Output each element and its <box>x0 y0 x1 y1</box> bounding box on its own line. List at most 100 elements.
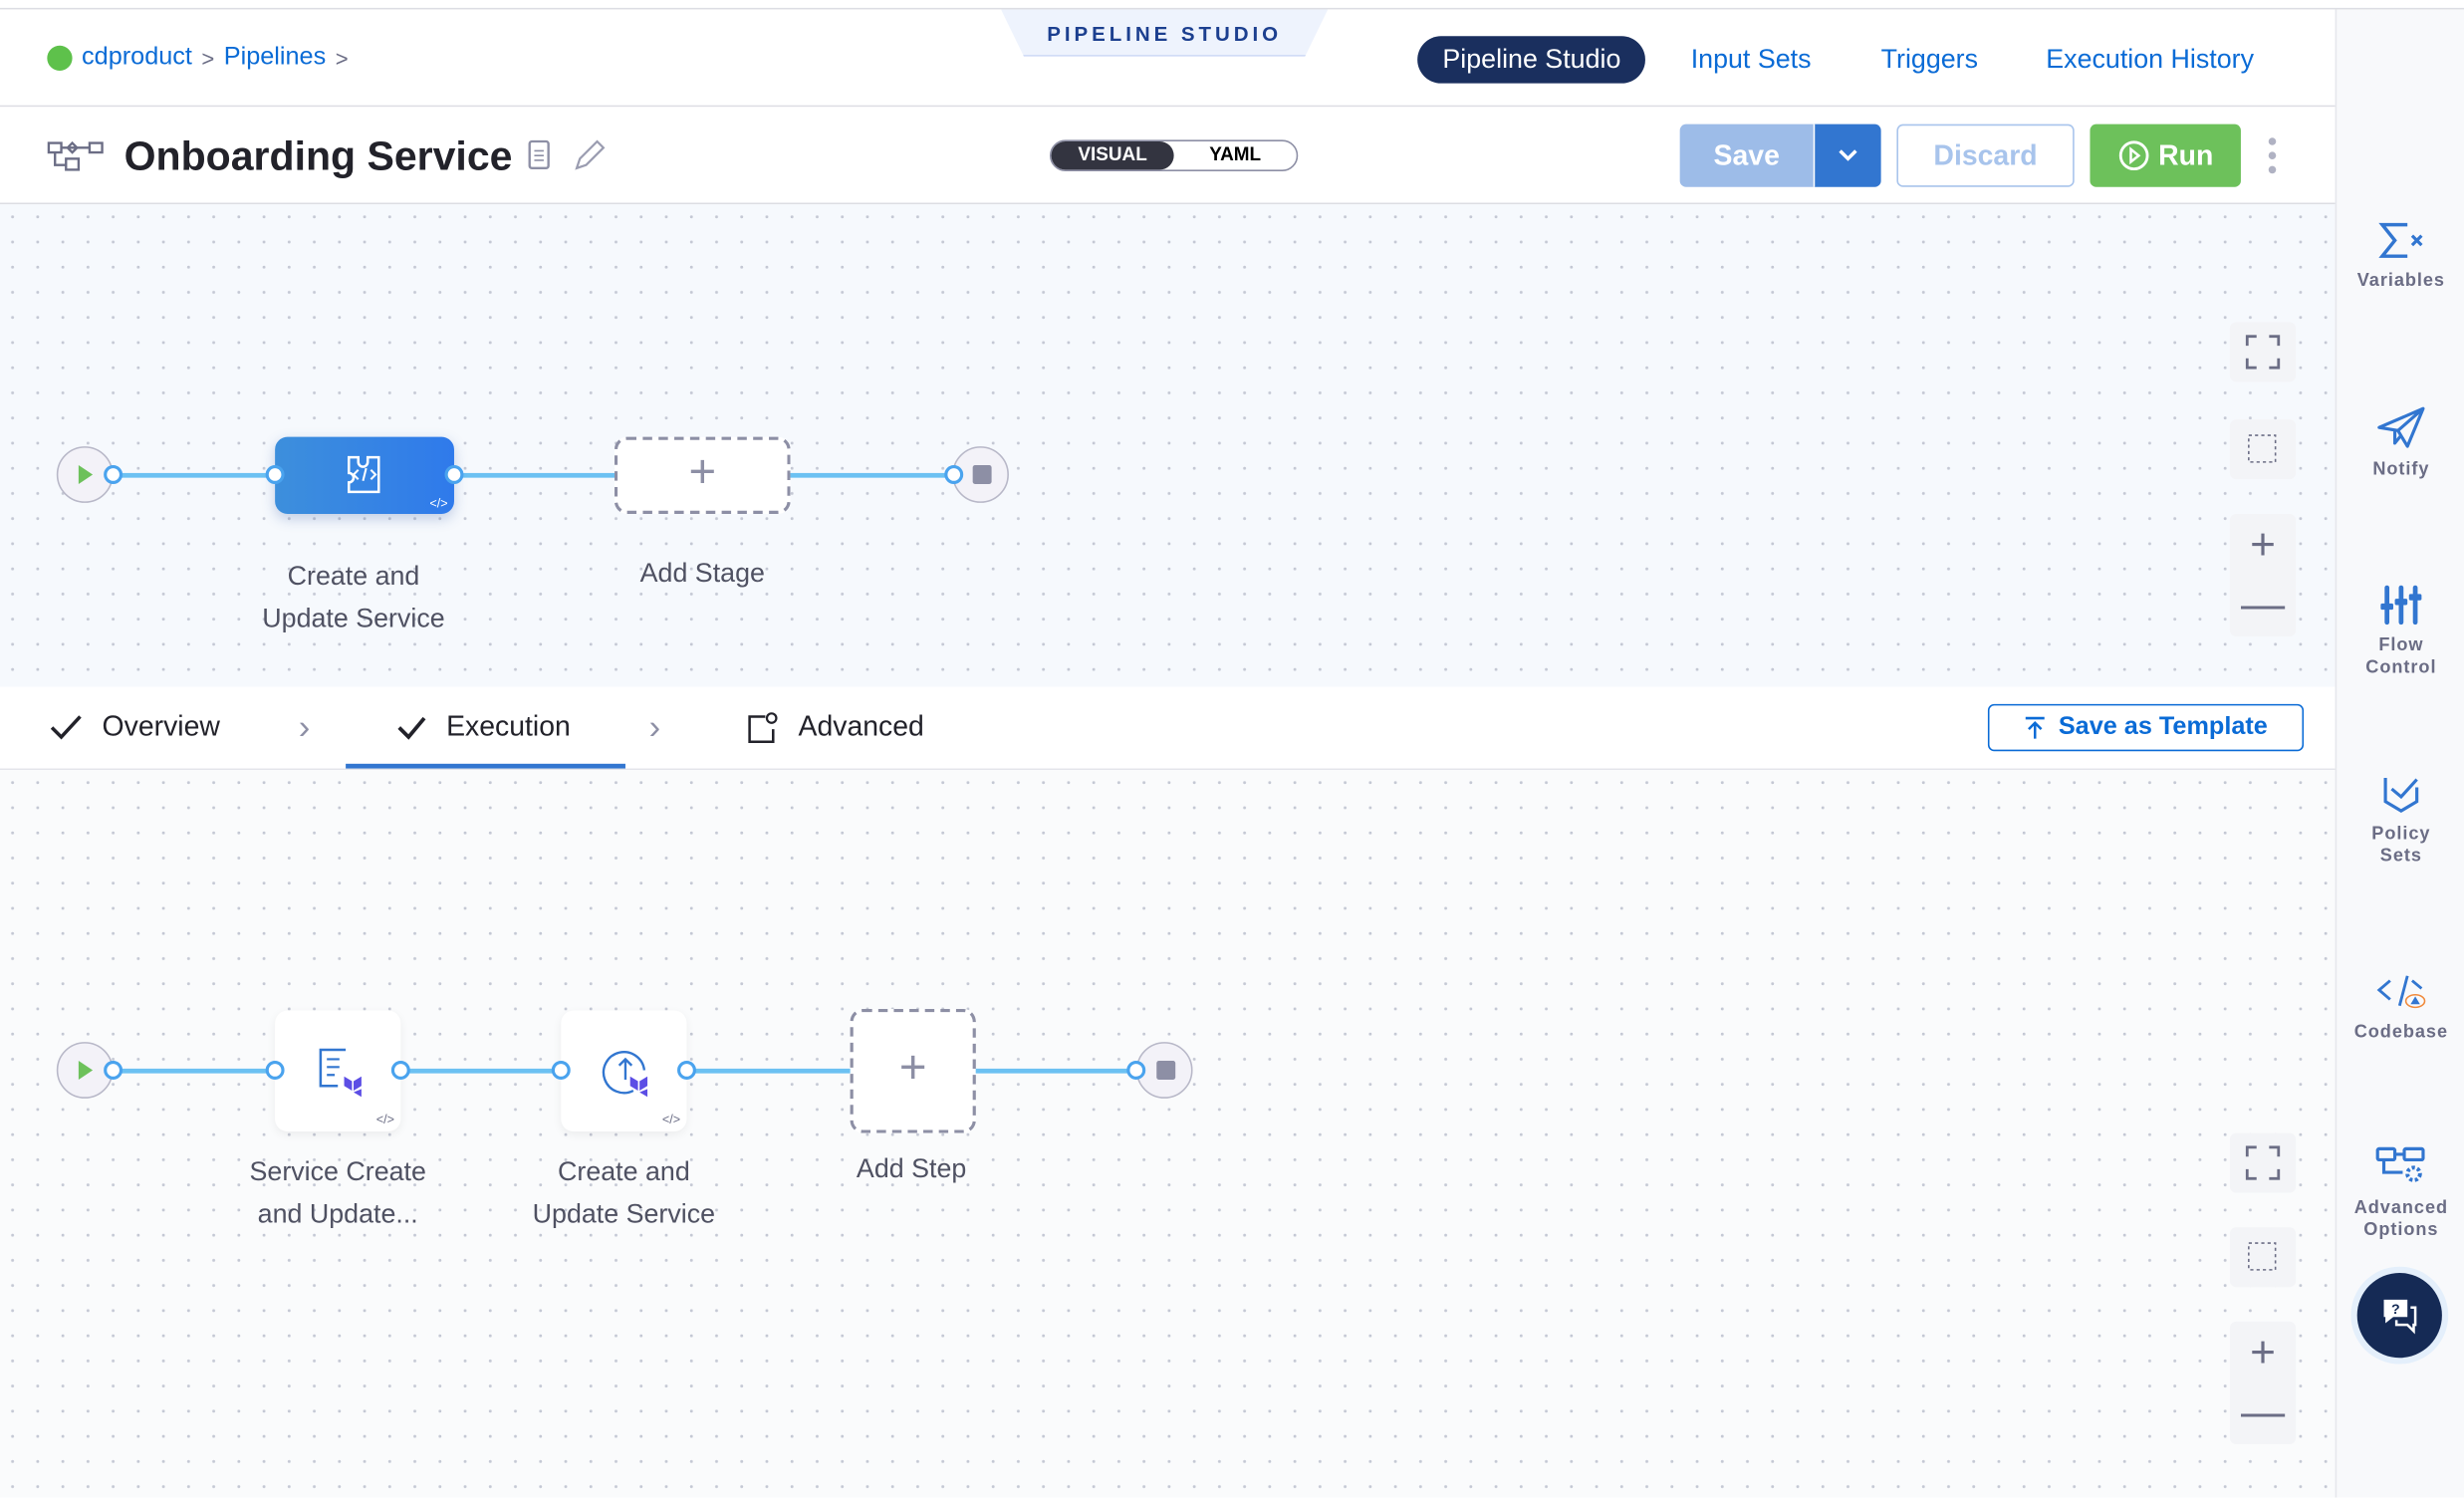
check-icon <box>397 716 426 740</box>
pipeline-start-node <box>56 446 114 503</box>
tab-pipeline-studio[interactable]: Pipeline Studio <box>1417 36 1646 84</box>
sidebar-item-variables[interactable]: Variables <box>2337 220 2464 293</box>
settings-doc-icon <box>748 711 778 743</box>
sidebar-item-notify[interactable]: Notify <box>2337 405 2464 481</box>
port <box>944 465 964 484</box>
breadcrumb-separator-icon: > <box>201 45 215 72</box>
stage-label-line: Update Service <box>262 603 445 633</box>
port <box>444 465 464 484</box>
step-node-service-create-and-update[interactable]: </> <box>275 1010 401 1132</box>
custom-stage-icon <box>348 455 380 494</box>
upload-template-icon <box>2025 716 2045 739</box>
breadcrumb-project[interactable]: cdproduct <box>82 44 192 72</box>
breadcrumb-pipelines[interactable]: Pipelines <box>223 44 327 72</box>
tab-overview[interactable]: Overview <box>49 710 220 743</box>
chat-help-icon: ? <box>2383 1299 2417 1335</box>
sliders-icon <box>2380 585 2422 625</box>
execution-start-node <box>56 1042 114 1099</box>
stop-icon <box>1156 1061 1176 1080</box>
edit-pencil-icon[interactable] <box>572 138 607 173</box>
execution-end-node <box>1135 1042 1193 1099</box>
sidebar-label: Policy <box>2371 825 2431 845</box>
marquee-select-icon <box>2248 1242 2277 1271</box>
sidebar-label: Sets <box>2379 847 2422 867</box>
sidebar-label: Advanced <box>2353 1198 2449 1218</box>
stop-icon <box>972 465 992 484</box>
tab-execution[interactable]: Execution <box>396 710 571 743</box>
chevron-right-icon: › <box>298 707 311 747</box>
tab-label: Advanced <box>798 710 924 742</box>
zoom-controls: +— <box>2229 513 2297 637</box>
zoom-out-icon[interactable]: — <box>2240 580 2286 629</box>
stage-node-create-and-update-service[interactable]: </> <box>275 436 454 514</box>
variables-sigma-icon <box>2378 222 2423 258</box>
fit-to-screen-button[interactable] <box>2229 1132 2297 1193</box>
zoom-in-icon[interactable]: + <box>2250 520 2276 570</box>
code-icon: </> <box>429 496 448 511</box>
fit-to-screen-button[interactable] <box>2229 322 2297 382</box>
advanced-options-icon <box>2375 1146 2425 1182</box>
select-area-button[interactable] <box>2229 419 2297 480</box>
port <box>677 1061 696 1080</box>
execution-canvas[interactable] <box>0 770 2336 1498</box>
zoom-out-icon[interactable]: — <box>2240 1387 2286 1437</box>
sidebar-label: Control <box>2365 658 2437 678</box>
stage-label-line: Create and <box>287 561 420 592</box>
add-stage-button[interactable]: + <box>614 436 791 514</box>
step-label-line: and Update... <box>257 1198 418 1229</box>
active-tab-indicator <box>346 763 625 769</box>
pipeline-icon <box>47 140 104 171</box>
paper-plane-icon <box>2377 406 2425 448</box>
port <box>104 465 123 484</box>
discard-button[interactable]: Discard <box>1896 124 2075 187</box>
step-node-create-and-update-service[interactable]: </> <box>561 1010 687 1132</box>
stage-tabs-bar <box>0 686 2336 771</box>
zoom-controls: +— <box>2229 1321 2297 1444</box>
port <box>265 465 285 484</box>
plus-icon: + <box>688 446 717 499</box>
svg-text:?: ? <box>2391 1302 2400 1318</box>
port <box>1126 1061 1146 1080</box>
select-area-button[interactable] <box>2229 1227 2297 1288</box>
chevron-down-icon <box>1839 149 1857 161</box>
save-dropdown-button[interactable] <box>1813 124 1881 187</box>
run-button[interactable]: Run <box>2090 124 2241 187</box>
sidebar-label: Options <box>2363 1220 2439 1240</box>
toggle-yaml[interactable]: YAML <box>1209 142 1262 165</box>
check-icon <box>50 714 82 739</box>
breadcrumb: cdproduct > Pipelines > <box>47 44 349 72</box>
step-label-line: Service Create <box>249 1156 426 1187</box>
zoom-in-icon[interactable]: + <box>2250 1328 2276 1377</box>
port <box>265 1061 285 1080</box>
more-options-icon[interactable] <box>2265 135 2281 176</box>
plus-icon: + <box>898 1042 927 1095</box>
tab-execution-history[interactable]: Execution History <box>2046 44 2255 75</box>
sidebar-label: Variables <box>2356 271 2445 291</box>
tab-advanced[interactable]: Advanced <box>746 710 924 743</box>
sidebar-label: Flow <box>2378 636 2424 655</box>
port <box>104 1061 123 1080</box>
pipeline-studio-label: PIPELINE STUDIO <box>1001 9 1329 57</box>
code-icon: </> <box>661 1113 681 1127</box>
save-button[interactable]: Save <box>1679 124 1814 187</box>
add-step-button[interactable]: + <box>850 1008 976 1133</box>
tab-triggers[interactable]: Triggers <box>1880 44 1979 75</box>
tab-input-sets[interactable]: Input Sets <box>1690 44 1812 75</box>
save-as-template-button[interactable]: Save as Template <box>1987 703 2305 752</box>
help-chat-button[interactable]: ? <box>2356 1273 2442 1359</box>
toggle-visual[interactable]: VISUAL <box>1051 141 1174 170</box>
connector <box>113 472 276 478</box>
sidebar-item-codebase[interactable]: Codebase <box>2337 971 2464 1044</box>
terraform-apply-icon <box>602 1051 648 1098</box>
chevron-right-icon: › <box>648 707 661 747</box>
description-icon[interactable] <box>528 139 550 170</box>
fullscreen-icon <box>2245 1145 2281 1180</box>
view-toggle[interactable]: VISUAL YAML <box>1049 139 1299 171</box>
marquee-select-icon <box>2248 434 2277 463</box>
tab-label: Overview <box>102 710 220 742</box>
